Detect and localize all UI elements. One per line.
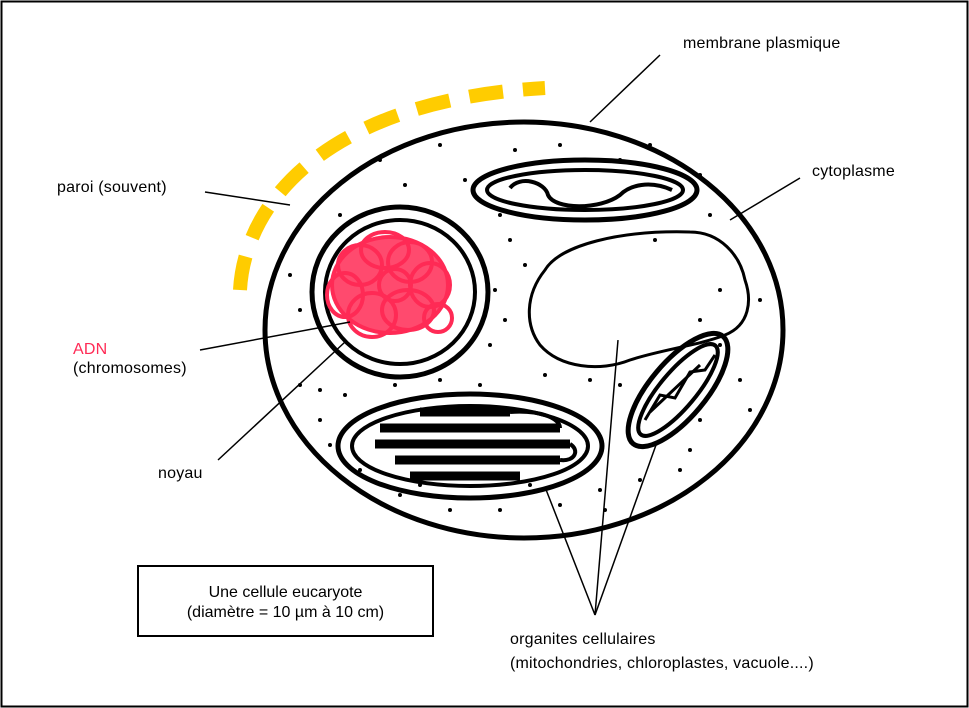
leader-paroi [205,192,290,205]
caption-box: Une cellule eucaryote (diamètre = 10 µm … [137,565,434,637]
leader-membrane [590,55,660,122]
dna-chromosomes [327,232,452,337]
label-cytoplasme: cytoplasme [812,162,895,182]
mitochondria-top [473,160,697,220]
chloroplast-right [612,318,745,461]
chloroplast-bottom [338,394,602,498]
leader-organite-1 [545,487,595,615]
label-noyau: noyau [158,464,203,484]
label-chromosomes: (chromosomes) [73,359,187,379]
label-adn: ADN [73,340,107,360]
label-organites-detail: (mitochondries, chloroplastes, vacuole..… [510,654,814,674]
label-paroi: paroi (souvent) [57,178,167,198]
cell-membrane [265,122,783,538]
leader-noyau [218,342,345,460]
label-organites: organites cellulaires [510,630,656,650]
leader-cytoplasme [730,178,800,220]
label-membrane: membrane plasmique [683,34,840,54]
leader-organite-2 [595,340,618,615]
caption-title: Une cellule eucaryote [139,583,432,603]
caption-subtitle: (diamètre = 10 µm à 10 cm) [139,603,432,623]
